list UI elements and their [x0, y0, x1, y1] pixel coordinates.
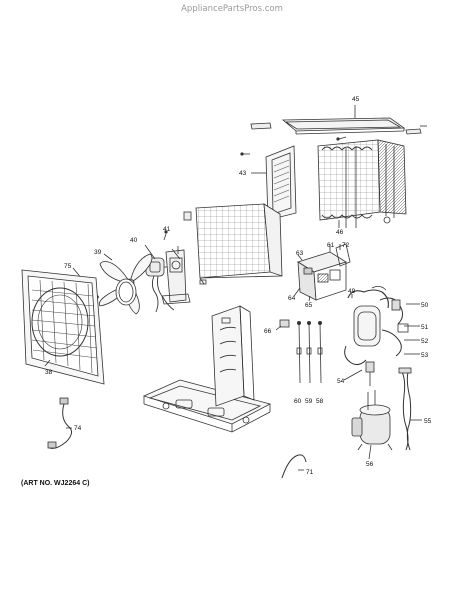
screw-hardware	[240, 125, 427, 156]
wire-harness	[47, 397, 72, 449]
callout-39: 39	[94, 249, 102, 256]
callout-50: 50	[421, 302, 429, 309]
callout-52: 52	[421, 338, 429, 345]
motor-bracket	[161, 230, 191, 305]
callout-51: 51	[421, 324, 429, 331]
callout-66: 66	[264, 328, 272, 335]
site-watermark: AppliancePartsPros.com	[181, 4, 283, 14]
reversing-valve-assembly	[343, 286, 420, 386]
compressor	[351, 390, 393, 460]
callout-59: 59	[305, 398, 313, 405]
callout-64: 64	[288, 295, 296, 302]
callout-72: 72	[342, 242, 350, 249]
front-grille	[21, 269, 105, 385]
callout-56: 56	[366, 461, 374, 468]
callout-71: 71	[306, 469, 314, 476]
top-cover-panel	[250, 105, 422, 135]
callout-60: 60	[294, 398, 302, 405]
callout-65: 65	[305, 302, 313, 309]
callout-63: 63	[296, 250, 304, 257]
callout-53: 53	[421, 352, 429, 359]
partition-panel	[183, 203, 283, 285]
center-partition	[211, 305, 255, 407]
callout-54: 54	[337, 378, 345, 385]
sensor-cable	[281, 454, 307, 479]
side-panel	[251, 145, 297, 221]
callout-61: 61	[327, 242, 335, 249]
base-pan	[142, 379, 272, 433]
callout-40: 40	[130, 237, 138, 244]
callout-41: 41	[163, 226, 171, 233]
callout-46: 46	[336, 229, 344, 236]
refrigerant-tubing	[398, 367, 422, 451]
callout-43: 43	[239, 170, 247, 177]
callout-45: 45	[352, 96, 360, 103]
support-rods	[296, 320, 323, 384]
condenser-coil	[317, 139, 407, 228]
callout-55: 55	[424, 418, 432, 425]
callout-38: 38	[45, 369, 53, 376]
callout-75: 75	[64, 263, 72, 270]
callout-74: 74	[74, 425, 82, 432]
callout-49: 49	[348, 288, 356, 295]
terminal-block	[275, 319, 290, 331]
callout-58: 58	[316, 398, 324, 405]
art-number-label: (ART NO. WJ2264 C)	[21, 480, 90, 487]
control-box	[293, 243, 351, 302]
fan-blade	[98, 253, 153, 315]
